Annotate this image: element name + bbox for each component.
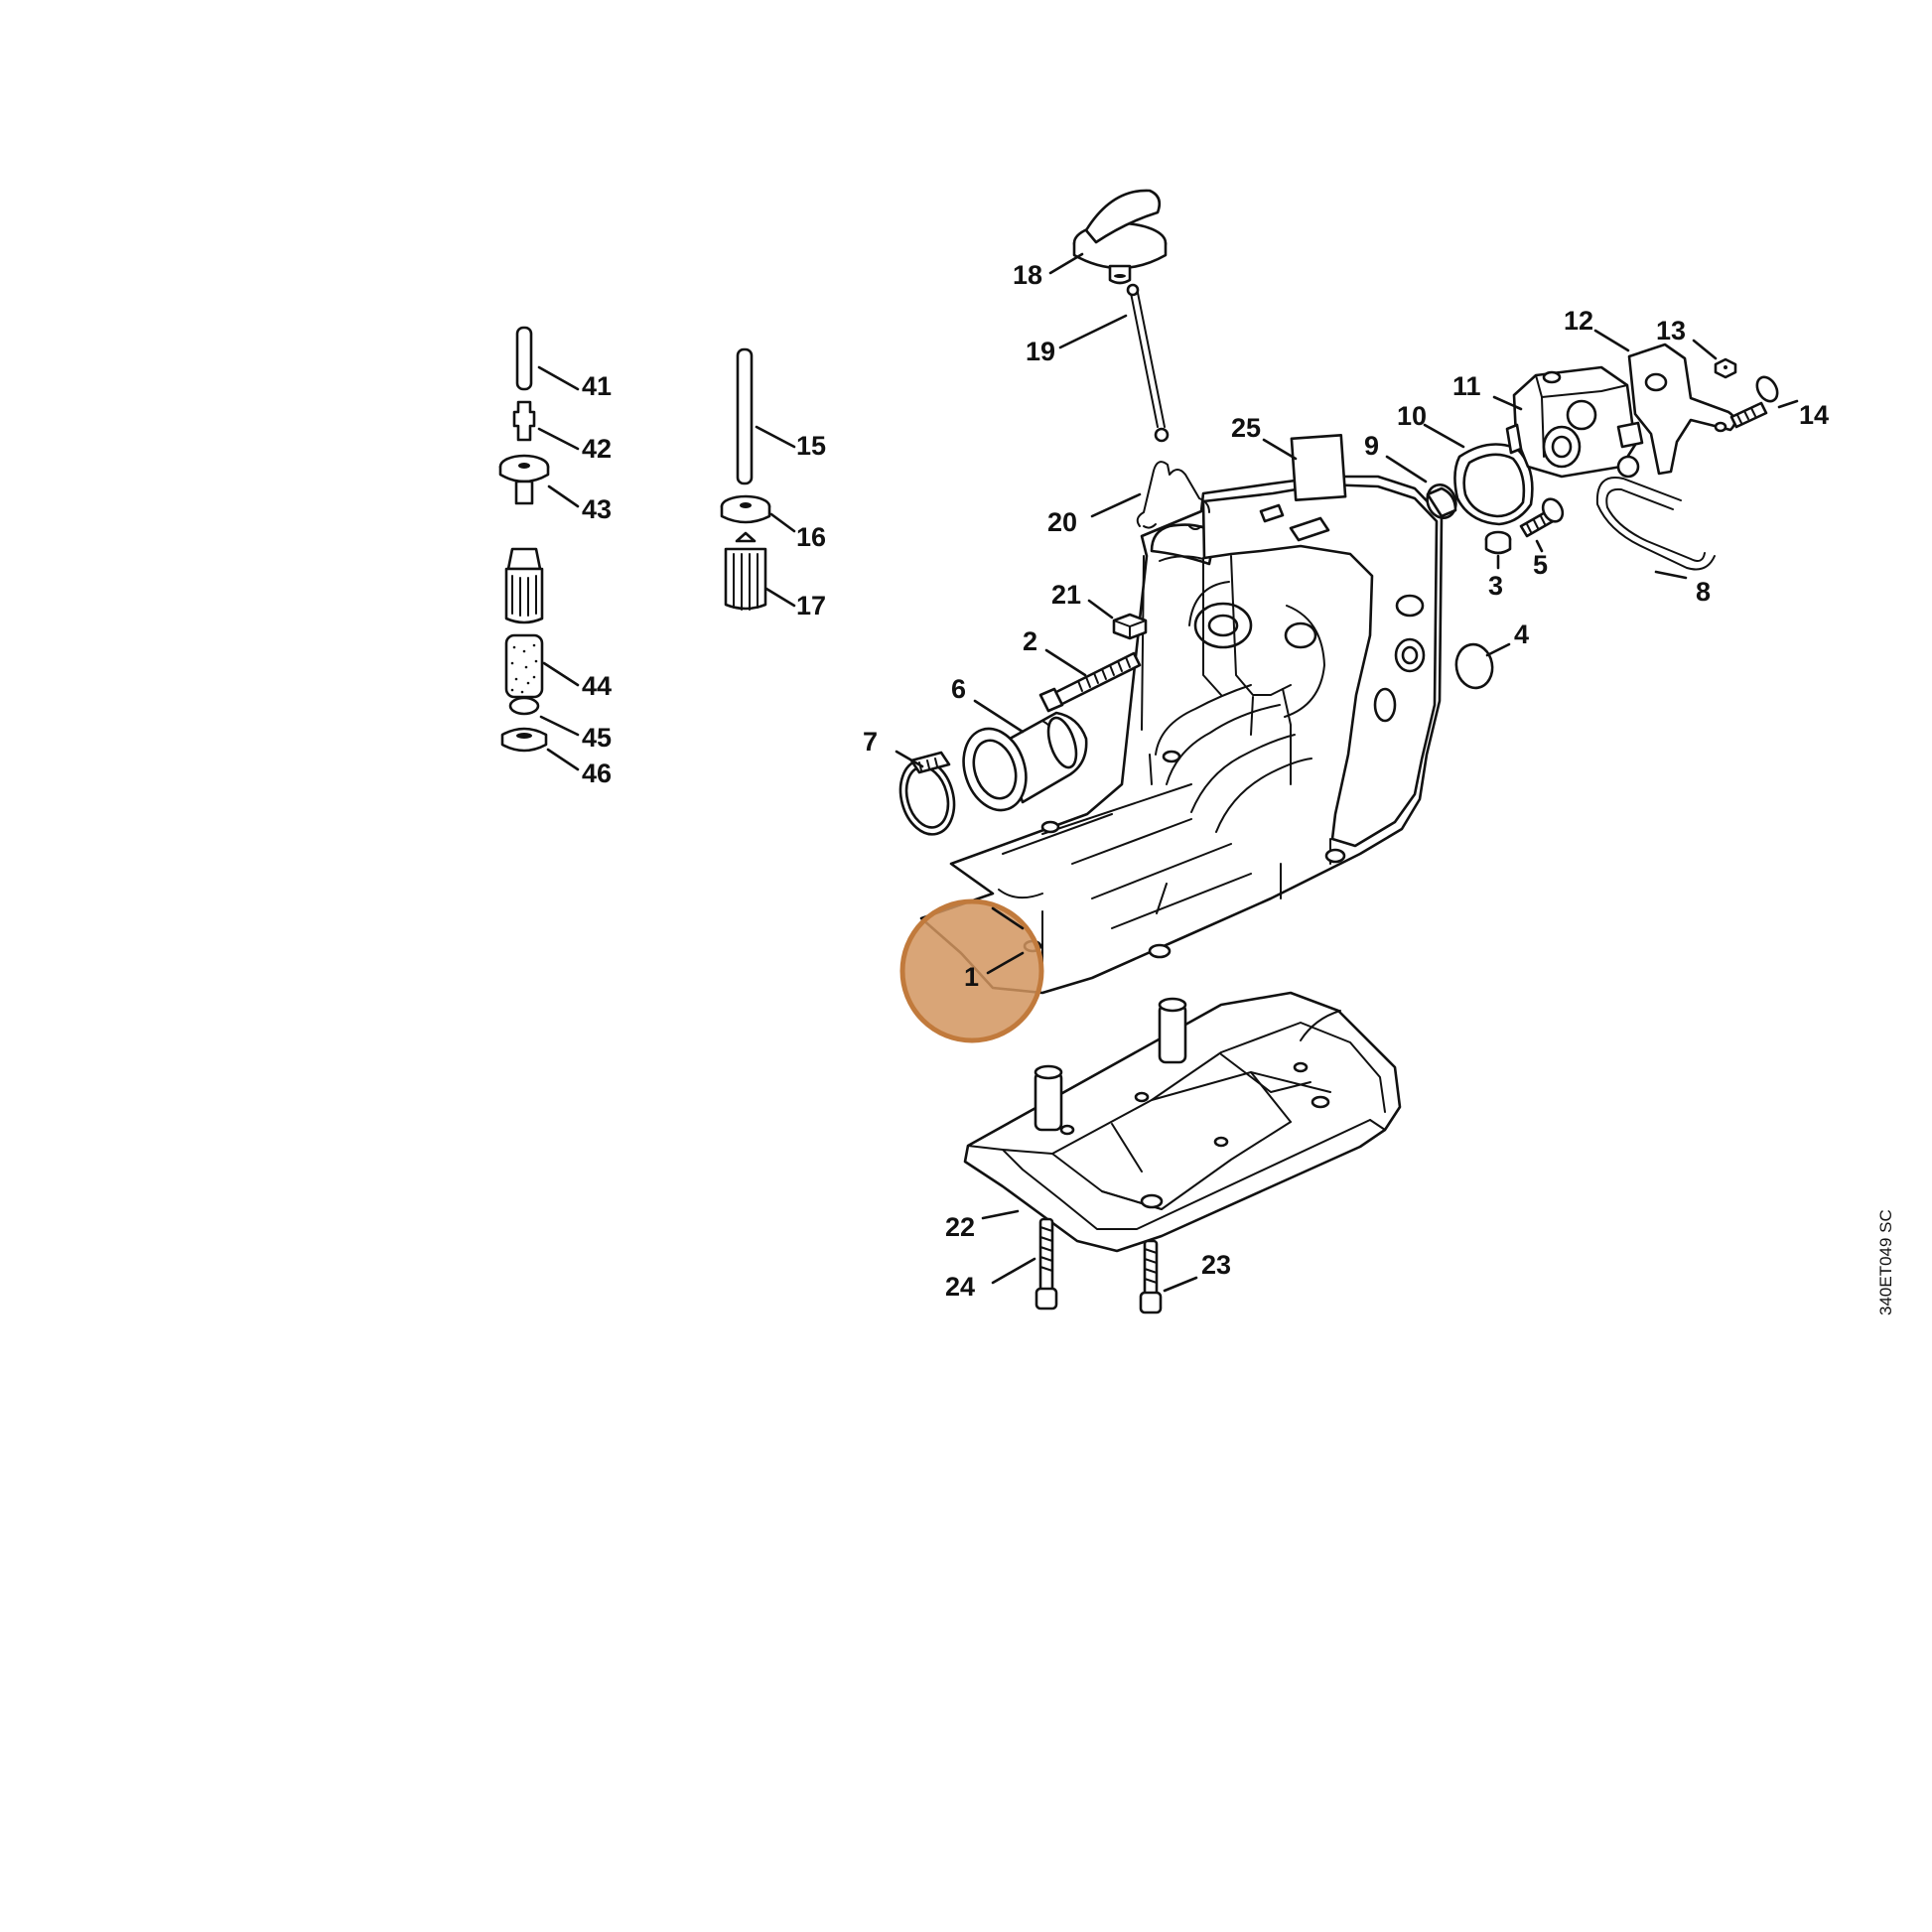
label-45: 45 [582, 723, 612, 753]
intake-manifold [962, 711, 1088, 812]
leader-lines [537, 252, 1799, 1293]
handle-housing [919, 475, 1444, 995]
label-25: 25 [1231, 413, 1261, 443]
nut [1112, 613, 1148, 640]
label-18: 18 [1013, 260, 1042, 290]
label-43: 43 [582, 494, 612, 524]
carburetor [1505, 365, 1644, 479]
hose-clamp [898, 751, 956, 836]
cap [1454, 642, 1494, 690]
nut-13 [1714, 357, 1737, 379]
screw-24 [1035, 1217, 1058, 1311]
label-44: 44 [582, 671, 612, 701]
clip [1136, 461, 1210, 530]
label-11: 11 [1452, 371, 1481, 401]
label-42: 42 [582, 434, 612, 464]
plug [1426, 483, 1457, 519]
vent-tube [1126, 283, 1170, 443]
label-4: 4 [1514, 620, 1529, 649]
part-labels: 1 2 3 4 5 6 7 8 9 10 11 12 13 14 15 16 1… [582, 260, 1829, 1302]
label-24: 24 [945, 1272, 975, 1302]
label-15: 15 [796, 431, 826, 461]
label-12: 12 [1564, 306, 1593, 336]
screw-5 [1519, 497, 1565, 538]
label-41: 41 [582, 371, 612, 401]
long-screw [1038, 651, 1142, 713]
bushing [1484, 530, 1512, 555]
label-3: 3 [1488, 571, 1503, 601]
label-22: 22 [945, 1212, 975, 1242]
label-16: 16 [796, 522, 826, 552]
label-1: 1 [964, 962, 979, 992]
label-5: 5 [1533, 550, 1548, 580]
screw-23 [1139, 1239, 1163, 1314]
highlight-circle [899, 898, 1044, 1043]
fuel-pickup-assembly-left [498, 326, 550, 753]
hose-loop [1595, 477, 1716, 571]
label-14: 14 [1799, 400, 1829, 430]
label-19: 19 [1026, 337, 1055, 366]
screw-14 [1729, 375, 1779, 429]
tank-cap [1072, 189, 1168, 285]
base-plate [963, 991, 1402, 1253]
label-7: 7 [863, 727, 878, 757]
gasket [1453, 443, 1534, 526]
label-17: 17 [796, 591, 826, 621]
label-46: 46 [582, 759, 612, 788]
label-21: 21 [1051, 580, 1081, 610]
fuel-pickup-assembly-middle [720, 347, 771, 611]
label-8: 8 [1696, 577, 1711, 607]
label-23: 23 [1201, 1250, 1231, 1280]
label-10: 10 [1397, 401, 1427, 431]
label-9: 9 [1364, 431, 1379, 461]
label-2: 2 [1023, 626, 1037, 656]
label-13: 13 [1656, 316, 1686, 345]
label-6: 6 [951, 674, 966, 704]
label-plate [1290, 434, 1347, 501]
drawing-code: 340ET049 SC [1876, 1209, 1895, 1315]
label-20: 20 [1047, 507, 1077, 537]
